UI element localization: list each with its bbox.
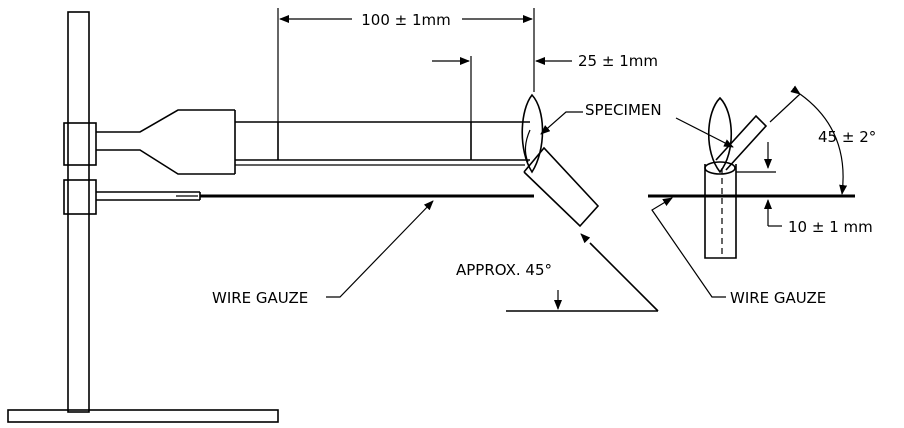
approx-angle-label: APPROX. 45° bbox=[456, 261, 552, 279]
wire-gauze-left-label: WIRE GAUZE bbox=[212, 289, 308, 307]
dimension-100mm: 100 ± 1mm bbox=[277, 8, 535, 122]
wire-gauze-right-callout: WIRE GAUZE bbox=[651, 197, 826, 307]
ring-stand bbox=[7, 11, 279, 423]
specimen-callout: SPECIMEN bbox=[540, 101, 734, 148]
stand-base bbox=[7, 409, 279, 423]
specimen-tilted bbox=[715, 114, 768, 171]
dimension-25mm: 25 ± 1mm bbox=[432, 52, 658, 122]
dim-offset-label: 25 ± 1mm bbox=[578, 52, 658, 70]
gauze-support bbox=[96, 191, 534, 201]
specimen-left-view bbox=[521, 93, 600, 228]
specimen-right-view bbox=[648, 96, 855, 259]
flame-left bbox=[521, 93, 544, 174]
flame-right bbox=[707, 96, 733, 174]
specimen-holder bbox=[96, 109, 530, 175]
specimen-upright bbox=[704, 164, 737, 259]
wire-gauze-left-callout: WIRE GAUZE bbox=[212, 200, 434, 307]
lower-clamp bbox=[63, 179, 97, 215]
specimen-label: SPECIMEN bbox=[585, 101, 662, 119]
height-dimension: 10 ± 1 mm bbox=[736, 142, 873, 236]
stand-rod bbox=[67, 11, 90, 413]
approx-angle-indicator: APPROX. 45° bbox=[456, 233, 659, 312]
dim-length-label: 100 ± 1mm bbox=[361, 11, 451, 29]
angle-45-dimension: 45 ± 2° bbox=[769, 85, 876, 195]
upper-clamp bbox=[63, 122, 97, 166]
wire-gauze-right-label: WIRE GAUZE bbox=[730, 289, 826, 307]
specimen-bent-end bbox=[523, 146, 600, 228]
height-label: 10 ± 1 mm bbox=[788, 218, 873, 236]
angle-tilt-label: 45 ± 2° bbox=[818, 128, 876, 146]
